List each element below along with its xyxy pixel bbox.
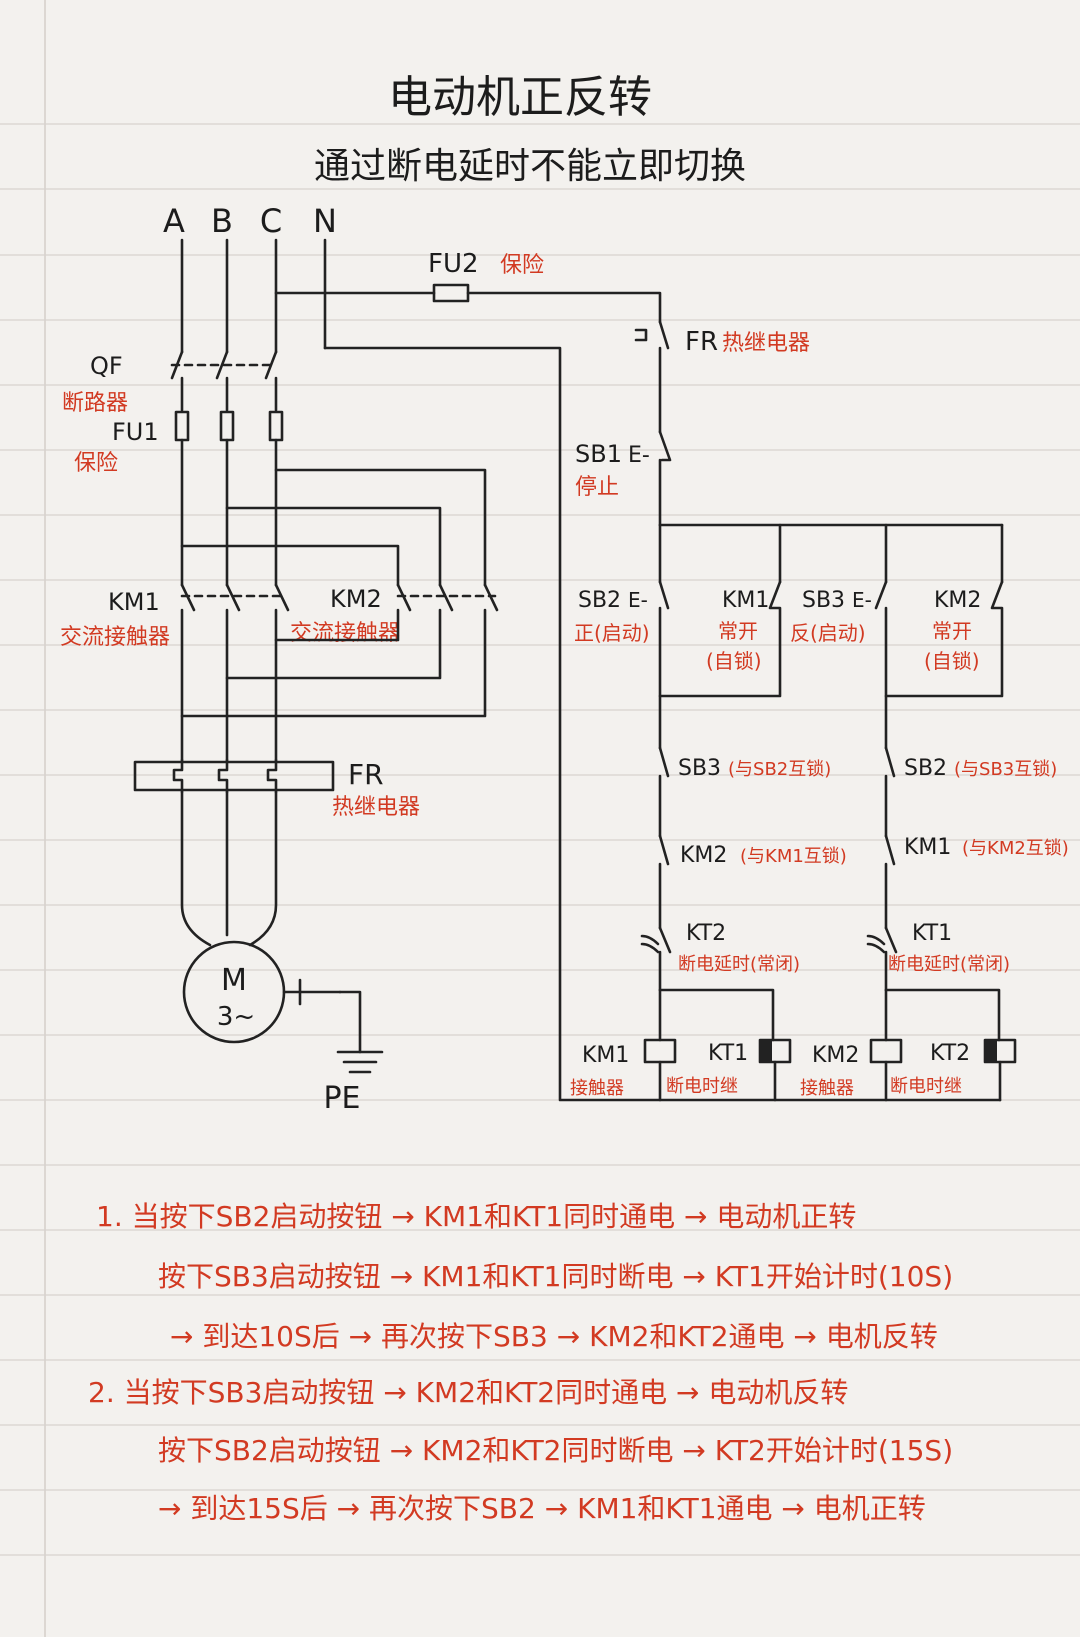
sb3-sym: E-	[852, 588, 872, 612]
sb2-nc-label: (与SB3互锁)	[954, 759, 1057, 780]
note-line-2: 按下SB3启动按钮 → KM1和KT1同时断电 → KT1开始计时(10S)	[158, 1260, 953, 1293]
km1-hold-contact	[658, 580, 782, 698]
sb2-start-button	[658, 580, 670, 610]
sb3-nc-label: (与SB2互锁)	[728, 759, 831, 780]
sb2-label: 正(启动)	[574, 621, 650, 645]
neutral-return-wire	[323, 346, 1002, 1102]
phase-c-label: C	[260, 202, 282, 240]
page-subtitle: 通过断电延时不能立即切换	[314, 146, 746, 187]
sb2-nc-code: SB2	[904, 756, 947, 781]
km1-main-code: KM1	[108, 588, 160, 616]
km1-main-label: 交流接触器	[60, 625, 170, 650]
sb2-code: SB2	[578, 588, 621, 613]
note-line-4: 2. 当按下SB3启动按钮 → KM2和KT2同时通电 → 电动机反转	[88, 1376, 848, 1409]
fu1-label: 保险	[74, 451, 118, 476]
km1-coil-label: 接触器	[570, 1078, 624, 1099]
km2-coil-label: 接触器	[800, 1078, 854, 1099]
qf-breaker	[170, 350, 278, 412]
fu1-code: FU1	[112, 418, 159, 446]
km1-interlock-contact	[884, 834, 896, 866]
km2-hold-label1: 常开	[932, 619, 972, 643]
km2-nc-code: KM2	[680, 843, 727, 868]
kt2-coil-label: 断电时继	[890, 1076, 962, 1097]
sb3-interlock-contact	[658, 746, 670, 778]
sb2-interlock-contact	[884, 746, 896, 778]
km2-coil	[869, 1038, 903, 1064]
kt1-coil-code: KT1	[708, 1041, 748, 1066]
sb1-label: 停止	[575, 475, 619, 500]
motor-phase-label: 3~	[217, 1002, 255, 1032]
fr-ctrl-code: FR	[685, 327, 718, 357]
note-line-5: 按下SB2启动按钮 → KM2和KT2同时断电 → KT2开始计时(15S)	[158, 1434, 953, 1467]
qf-label: 断路器	[62, 391, 128, 416]
control-circuit: FU2 保险 FR 热继电器 SB1 E- 停止 SB2 E- 正(启动) KM…	[274, 249, 1069, 1102]
km1-nc-code: KM1	[904, 835, 951, 860]
sb3-label: 反(启动)	[790, 621, 866, 645]
kt2-nc-label: 断电延时(常闭)	[678, 954, 800, 975]
km2-output-wiring	[180, 608, 487, 718]
motor-m-label: M	[221, 963, 247, 998]
sb3-nc-code: SB3	[678, 756, 721, 781]
motor	[182, 940, 384, 1074]
fu1-fuses	[174, 410, 284, 587]
sb3-start-button	[874, 580, 888, 610]
pe-label: PE	[323, 1081, 360, 1116]
km1-hold-code: KM1	[722, 588, 769, 613]
kt1-nc-code: KT1	[912, 921, 952, 946]
sb1-code: SB1	[575, 440, 622, 468]
kt2-delay-contact	[640, 926, 672, 954]
fr-nc-contact	[634, 320, 670, 350]
km2-main-code: KM2	[330, 585, 382, 613]
km1-coil-code: KM1	[582, 1043, 629, 1068]
explanation-notes: 1. 当按下SB2启动按钮 → KM1和KT1同时通电 → 电动机正转 按下SB…	[88, 1200, 953, 1525]
kt1-nc-label: 断电延时(常闭)	[888, 954, 1010, 975]
sb3-code: SB3	[802, 588, 845, 613]
fr-ctrl-label: 热继电器	[722, 331, 810, 356]
kt1-delay-contact	[866, 926, 898, 954]
kt1-coil-label: 断电时继	[666, 1076, 738, 1097]
kt2-coil-code: KT2	[930, 1041, 970, 1066]
note-line-3: → 到达10S后 → 再次按下SB3 → KM2和KT2通电 → 电机反转	[170, 1320, 938, 1353]
km1-coil	[643, 1038, 677, 1064]
kt2-nc-code: KT2	[686, 921, 726, 946]
fu2-fuse	[432, 283, 470, 303]
km2-hold-code: KM2	[934, 588, 981, 613]
km1-nc-label: (与KM2互锁)	[962, 838, 1069, 859]
fu2-label: 保险	[500, 253, 544, 278]
fu2-to-fr-wire	[466, 291, 662, 324]
sb1-stop-button	[658, 430, 672, 462]
km1-hold-label2: (自锁)	[706, 649, 762, 673]
km2-main-label: 交流接触器	[290, 621, 400, 646]
note-line-6: → 到达15S后 → 再次按下SB2 → KM1和KT1通电 → 电机正转	[158, 1492, 926, 1525]
km2-nc-label: (与KM1互锁)	[740, 846, 847, 867]
km2-supply-wiring	[180, 468, 487, 587]
km2-interlock-contact	[658, 834, 670, 866]
sb2-sym: E-	[628, 588, 648, 612]
fr-main-label: 热继电器	[332, 795, 420, 820]
km2-main-contacts	[396, 583, 499, 612]
fr-thermal-relay	[133, 758, 335, 947]
km2-hold-contact	[884, 580, 1004, 698]
fr-main-code: FR	[348, 758, 384, 791]
km2-hold-label2: (自锁)	[924, 649, 980, 673]
sb1-sym: E-	[628, 443, 650, 468]
km1-hold-label1: 常开	[718, 619, 758, 643]
note-line-1: 1. 当按下SB2启动按钮 → KM1和KT1同时通电 → 电动机正转	[96, 1200, 856, 1233]
phase-b-label: B	[211, 202, 233, 240]
phase-n-label: N	[313, 202, 337, 240]
phase-a-label: A	[163, 202, 185, 240]
main-power-circuit: A B C N QF 断路器 FU1 保险	[60, 202, 499, 1116]
km1-main-contacts	[180, 583, 290, 762]
fu2-code: FU2	[428, 249, 479, 279]
km2-coil-code: KM2	[812, 1043, 859, 1068]
page-title: 电动机正反转	[388, 72, 652, 123]
qf-code: QF	[90, 352, 123, 380]
